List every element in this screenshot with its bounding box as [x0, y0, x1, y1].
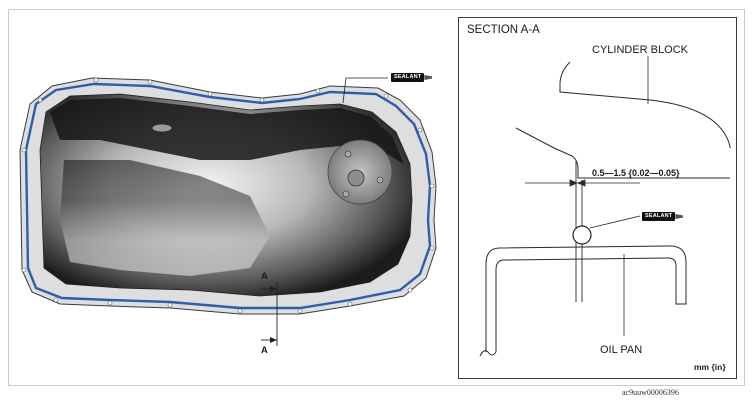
- sealant-tag-left: SEALANT: [391, 73, 425, 82]
- pickup-fitting: [151, 123, 173, 133]
- section-title: SECTION A-A: [467, 24, 540, 36]
- units-label: mm {in}: [694, 362, 726, 372]
- oil-pan-label: OIL PAN: [600, 344, 643, 356]
- cylinder-block-section: [515, 61, 731, 179]
- drain-plug: [347, 169, 365, 187]
- section-mark-bottom: A: [261, 345, 268, 356]
- figure-code: ac9uuw00006396: [622, 388, 679, 397]
- flange-bolt-holes: [21, 77, 435, 314]
- gap-dimension-label: 0.5—1.5 {0.02—0.05}: [592, 168, 680, 178]
- figure-frame: [8, 9, 745, 386]
- sealant-bead: [24, 82, 432, 310]
- pan-floor: [60, 160, 270, 276]
- section-detail-box: [458, 17, 737, 379]
- section-mark-top: A: [261, 271, 268, 282]
- cylinder-block-label: CYLINDER BLOCK: [592, 44, 688, 56]
- oil-pan-section: [479, 245, 687, 357]
- sealant-leader-left: [342, 77, 388, 104]
- sealant-tag-right: SEALANT: [642, 212, 676, 221]
- sealant-leader-right: [589, 215, 641, 229]
- gap-dimension-lines: [525, 179, 640, 187]
- sealant-circle: [572, 225, 592, 245]
- pan-wall-shadow: [50, 98, 404, 164]
